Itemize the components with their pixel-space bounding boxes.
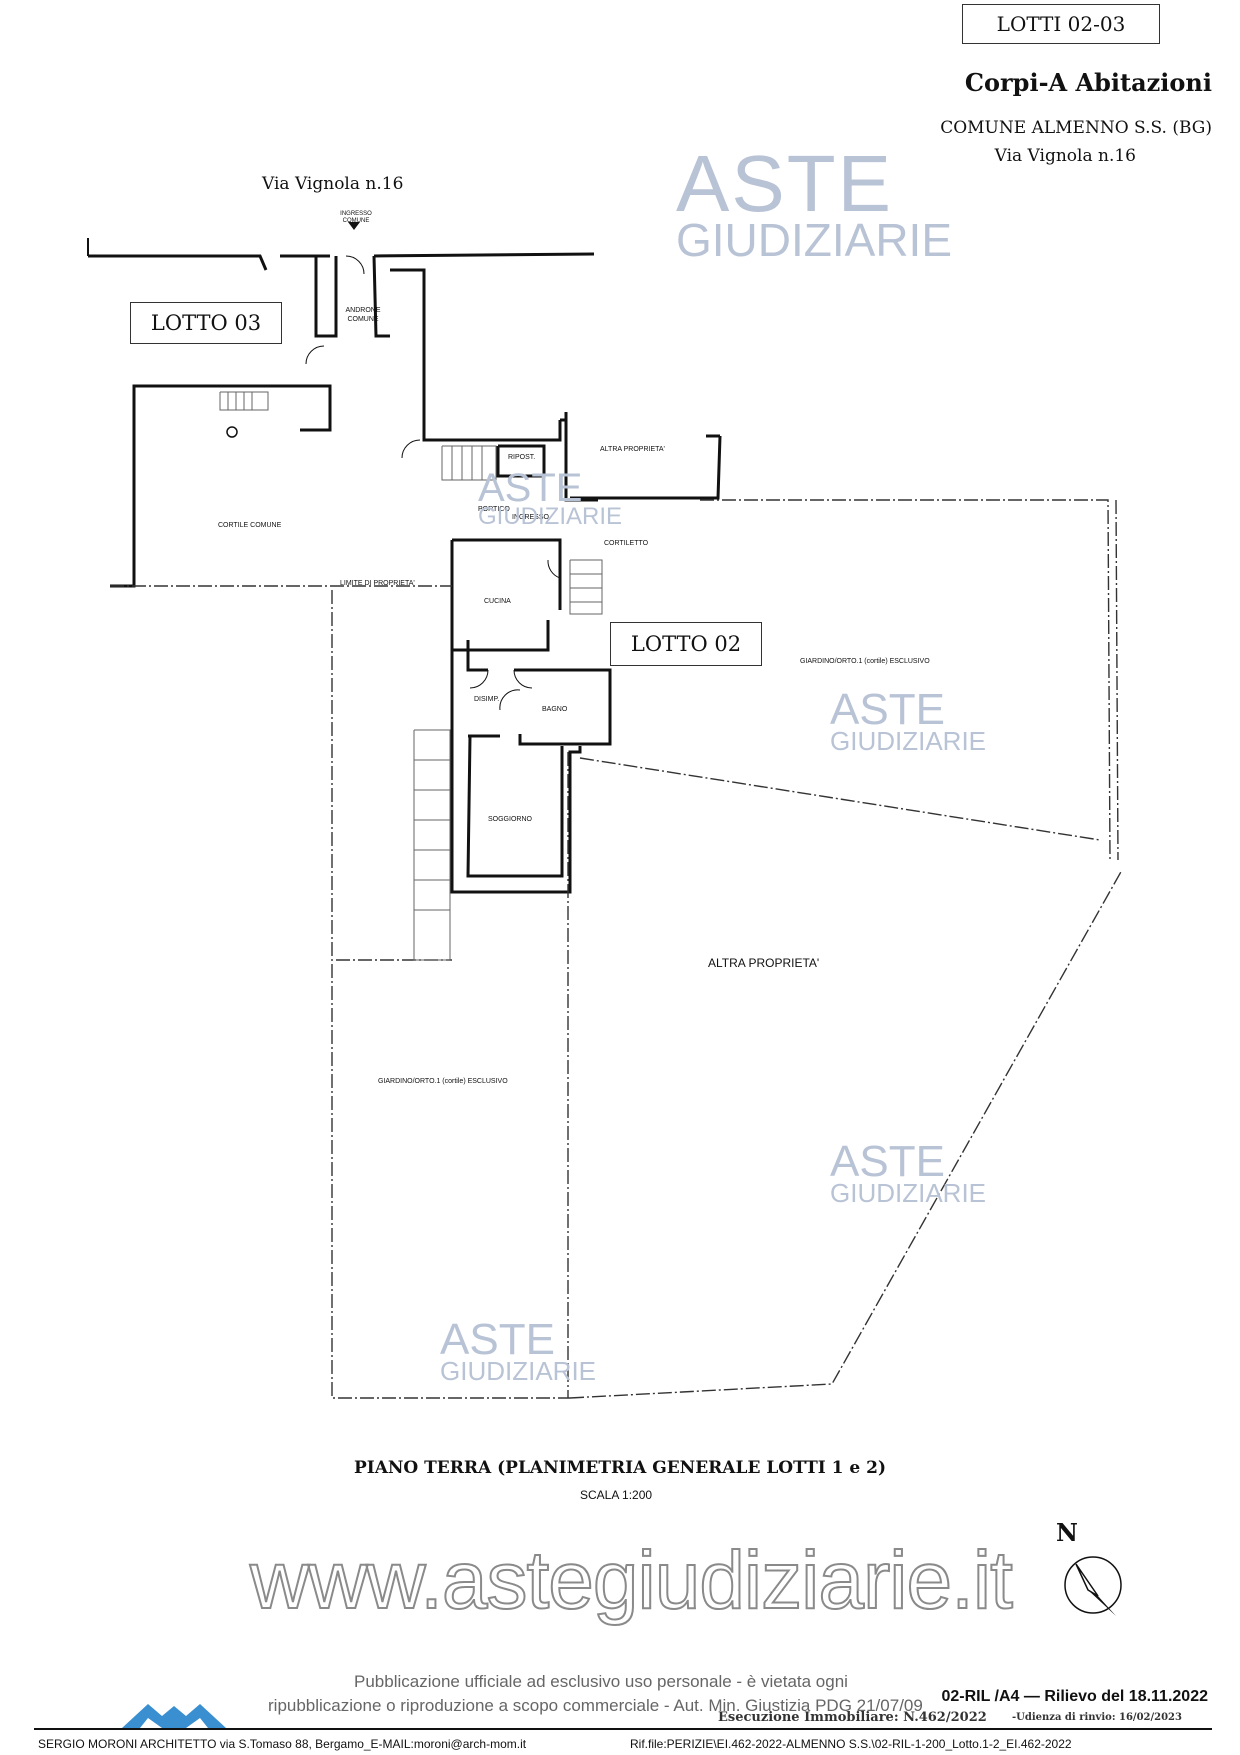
ref-label: 02-RIL /A4 — Rilievo del 18.11.2022	[941, 1688, 1208, 1705]
watermark-logo-bottom: ASTE GIUDIZIARIE	[440, 1315, 597, 1386]
cucina-label: CUCINA	[484, 598, 511, 605]
giardino-left-label: GIARDINO/ORTO.1 (cortile) ESCLUSIVO	[378, 1078, 508, 1085]
limite-label: LIMITE DI PROPRIETA'	[340, 580, 415, 587]
ripost-label: RIPOST.	[508, 454, 536, 461]
architect-logo-icon	[122, 1704, 226, 1728]
watermark-logo-top: ASTE GIUDIZIARIE	[676, 139, 953, 266]
lotto-03-label: LOTTO 03	[150, 311, 262, 335]
lotti-box-label: LOTTI 02-03	[996, 12, 1126, 36]
footer-rule	[34, 1728, 1212, 1730]
plan-caption: PIANO TERRA (PLANIMETRIA GENERALE LOTTI …	[353, 1458, 887, 1478]
north-label: N	[1056, 1518, 1078, 1547]
watermark-giudiziarie: GIUDIZIARIE	[478, 503, 623, 530]
watermark-aste: ASTE	[440, 1315, 555, 1364]
comune-label: COMUNE ALMENNO S.S. (BG)	[940, 118, 1212, 138]
portico-label: PORTICO	[478, 506, 510, 513]
street-label: Via Vignola n.16	[262, 174, 404, 194]
lotto-02-label: LOTTO 02	[630, 632, 742, 656]
via-label: Via Vignola n.16	[994, 146, 1136, 166]
cortiletto-label: CORTILETTO	[604, 540, 649, 547]
bagno-label: BAGNO	[542, 706, 568, 713]
ingresso-label: INGRESSO	[512, 514, 549, 521]
hatch-stairs	[219, 391, 603, 961]
watermark-giudiziarie: GIUDIZIARIE	[830, 1177, 987, 1208]
watermark-aste: ASTE	[676, 139, 893, 228]
disimp-label: DISIMP.	[474, 696, 500, 703]
door-swings	[305, 255, 561, 711]
cortile-comune-label: CORTILE COMUNE	[218, 522, 282, 529]
lotto-03-box: LOTTO 03	[130, 302, 282, 344]
watermark-aste: ASTE	[478, 466, 583, 510]
well-icon	[226, 426, 238, 438]
north-arrow-icon	[1064, 1556, 1122, 1616]
lotto-02-box: LOTTO 02	[610, 622, 762, 666]
soggiorno-label: SOGGIORNO	[488, 816, 532, 823]
file-ref-label: Rif.file:PERIZIE\EI.462-2022-ALMENNO S.S…	[630, 1737, 1072, 1751]
watermark-logo-mid2: ASTE GIUDIZIARIE	[830, 685, 987, 756]
watermark-logo-mid1: ASTE GIUDIZIARIE	[478, 466, 623, 530]
altra-proprieta-label: ALTRA PROPRIETA'	[708, 956, 820, 970]
watermark-logo-mid3: ASTE GIUDIZIARIE	[830, 1137, 987, 1208]
watermark-giudiziarie: GIUDIZIARIE	[440, 1355, 597, 1386]
watermark-aste: ASTE	[830, 685, 945, 734]
architect-label: SERGIO MORONI ARCHITETTO via S.Tomaso 88…	[38, 1737, 527, 1751]
scale-label: SCALA 1:200	[580, 1488, 653, 1502]
watermark-site: www.astegiudiziarie.it	[249, 1534, 1014, 1627]
esecuzione-label: Esecuzione Immobiliare: N.462/2022	[718, 1710, 987, 1725]
watermark-giudiziarie: GIUDIZIARIE	[830, 725, 987, 756]
property-boundaries	[110, 499, 1123, 1399]
lotti-box: LOTTI 02-03	[962, 4, 1160, 44]
disclaimer-line2: ripubblicazione o riproduzione a scopo c…	[268, 1696, 923, 1715]
ingresso-comune-arrow	[348, 222, 360, 230]
watermark-aste: ASTE	[830, 1137, 945, 1186]
altra-proprieta-top-label: ALTRA PROPRIETA'	[600, 446, 665, 453]
page-title: Corpi-A Abitazioni	[964, 68, 1212, 97]
plan-walls	[87, 238, 722, 894]
udienza-label: -Udienza di rinvio: 16/02/2023	[1012, 1712, 1182, 1723]
ingresso-comune-label: INGRESSO COMUNE	[340, 211, 372, 224]
watermark-giudiziarie: GIUDIZIARIE	[676, 214, 953, 266]
androne-comune-label: ANDRONE COMUNE	[345, 307, 381, 323]
disclaimer-line1: Pubblicazione ufficiale ad esclusivo uso…	[354, 1672, 848, 1691]
giardino-right-label: GIARDINO/ORTO.1 (cortile) ESCLUSIVO	[800, 658, 930, 665]
